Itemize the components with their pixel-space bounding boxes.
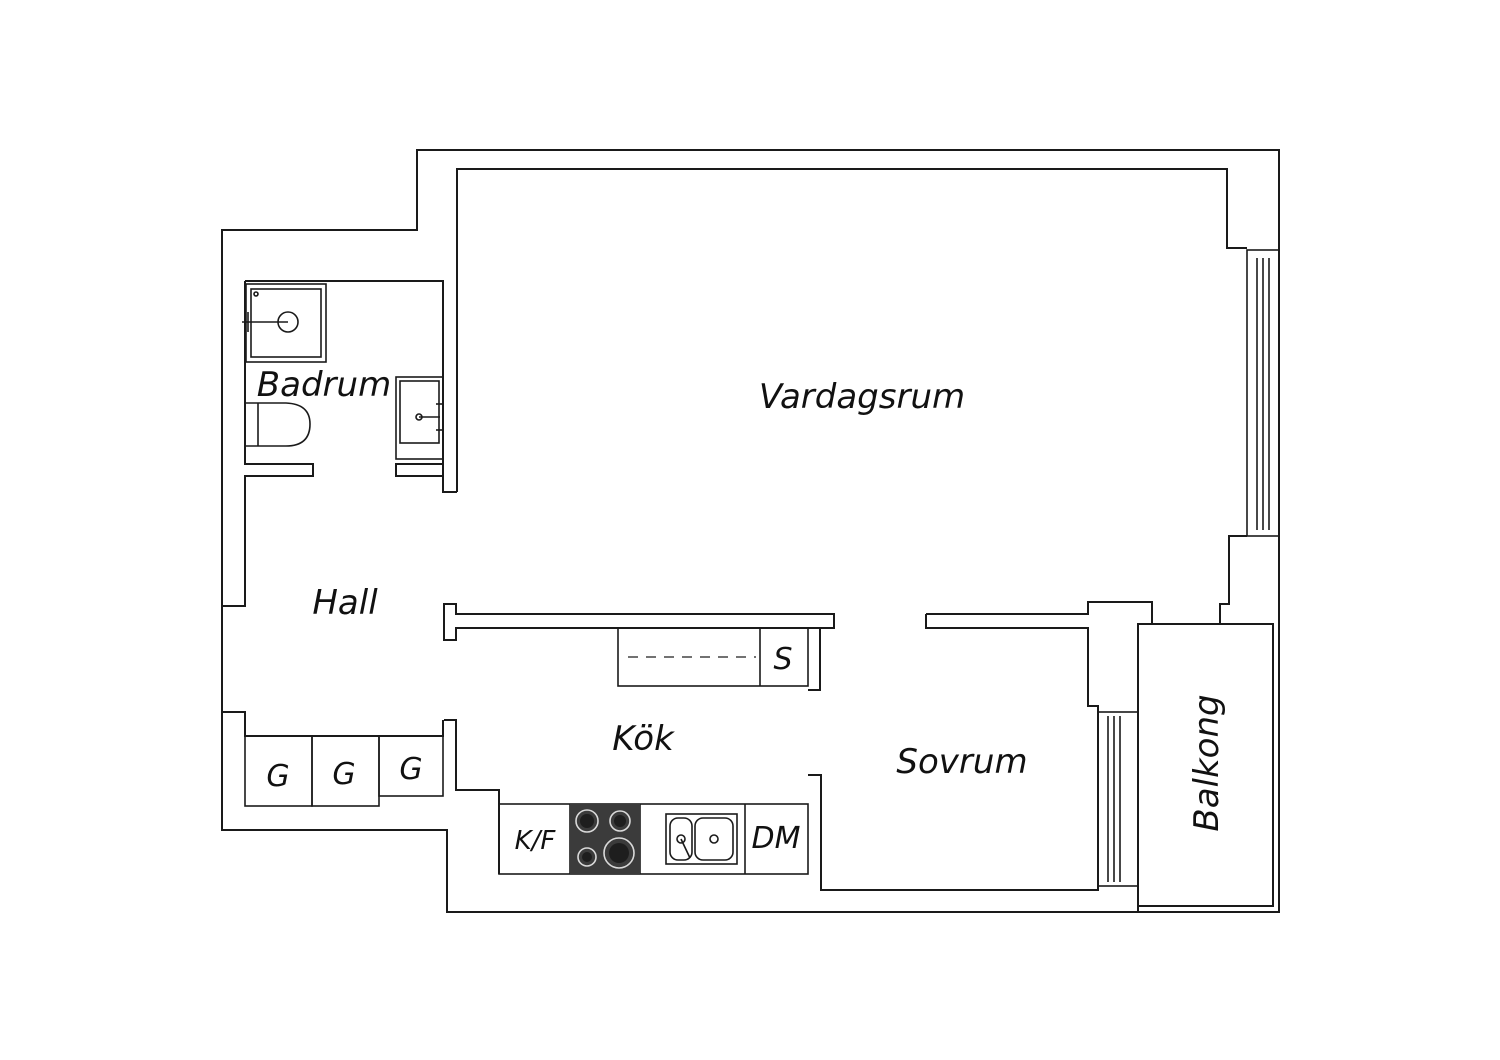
stove-icon xyxy=(570,804,640,874)
living-room-wall xyxy=(456,168,1247,492)
kitchen-sink-icon xyxy=(665,813,738,865)
room-label-sovrum: Sovrum xyxy=(896,742,1027,782)
cabinet-label: S xyxy=(773,642,792,677)
toilet-icon xyxy=(245,402,311,447)
room-label-vardagsrum: Vardagsrum xyxy=(759,377,965,417)
room-label-hall: Hall xyxy=(312,583,378,623)
cabinet-s xyxy=(617,627,809,687)
dishwasher-label: DM xyxy=(752,821,801,856)
fridge-freezer-label: K/F xyxy=(515,826,557,856)
living-room-window xyxy=(1246,249,1280,537)
sink-icon xyxy=(395,376,444,460)
room-label-kok: Kök xyxy=(612,719,675,759)
bedroom-wall-left xyxy=(808,614,1099,891)
bathroom-wall-left xyxy=(222,281,314,607)
room-label-balkong: Balkong xyxy=(1187,694,1227,831)
wardrobe-label-2: G xyxy=(332,757,355,792)
wardrobe-label-3: G xyxy=(399,752,422,787)
bathroom-wall-right xyxy=(395,463,443,477)
kitchen-wall-right xyxy=(808,628,821,691)
wardrobes xyxy=(222,711,444,807)
shower-icon xyxy=(242,283,327,363)
hall-kitchen-wall xyxy=(443,603,835,641)
room-label-badrum: Badrum xyxy=(257,365,391,405)
bedroom-window xyxy=(1097,711,1139,887)
wardrobe-label-1: G xyxy=(266,759,289,794)
kitchen-wall-left xyxy=(444,719,500,874)
balcony-outline xyxy=(1138,623,1274,907)
living-room-wall-lower xyxy=(1219,535,1247,624)
